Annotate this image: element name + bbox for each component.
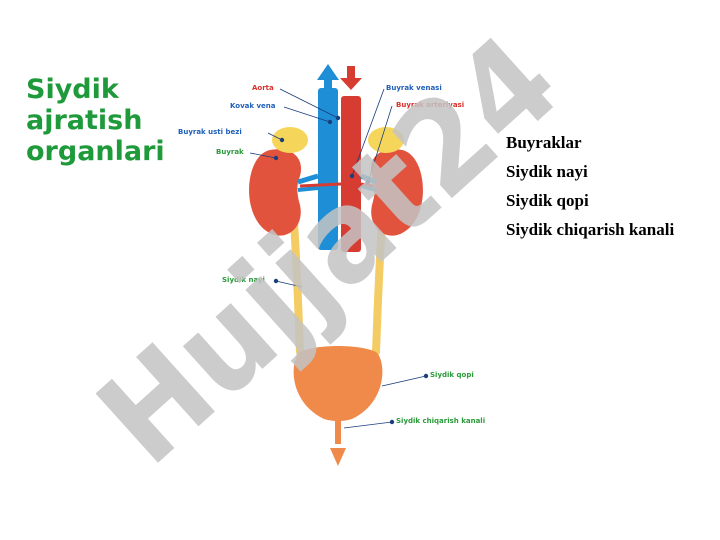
title-line-3: organlari: [26, 136, 165, 167]
label-siydik-nayi: Siydik nayi: [222, 276, 265, 284]
organ-list-item: Siydik chiqarish kanali: [506, 220, 675, 239]
organ-list-item: Siydik qopi: [506, 191, 589, 210]
urethra-down-arrow: [330, 448, 346, 466]
aorta-vessel: [341, 96, 361, 252]
left-adrenal: [272, 127, 308, 153]
vena-up-arrow: [317, 64, 339, 80]
label-siydik-chiqarish-kanali: Siydik chiqarish kanali: [396, 417, 486, 425]
page-title: Siydik ajratish organlari: [26, 74, 196, 167]
right-adrenal: [368, 127, 404, 153]
kovak-vena-vessel: [318, 88, 338, 250]
label-buyrak-venasi: Buyrak venasi: [386, 84, 442, 92]
label-buyrak-usti-bezi: Buyrak usti bezi: [178, 128, 242, 136]
urethra: [335, 418, 341, 444]
title-line-1: Siydik: [26, 74, 119, 105]
label-siydik-qopi: Siydik qopi: [430, 371, 474, 379]
aorta-down-arrow: [340, 78, 362, 90]
right-kidney: [370, 149, 423, 236]
label-aorta: Aorta: [252, 84, 274, 92]
title-line-2: ajratish: [26, 105, 143, 136]
organ-list: Buyraklar Siydik nayi Siydik qopi Siydik…: [506, 128, 674, 244]
left-kidney: [249, 149, 302, 236]
label-kovak-vena: Kovak vena: [230, 102, 276, 110]
label-buyrak-arteriyasi: Buyrak arteriyasi: [396, 101, 465, 109]
label-buyrak: Buyrak: [216, 148, 244, 156]
organ-list-item: Siydik nayi: [506, 162, 588, 181]
bladder: [293, 346, 383, 421]
organ-list-item: Buyraklar: [506, 133, 582, 152]
